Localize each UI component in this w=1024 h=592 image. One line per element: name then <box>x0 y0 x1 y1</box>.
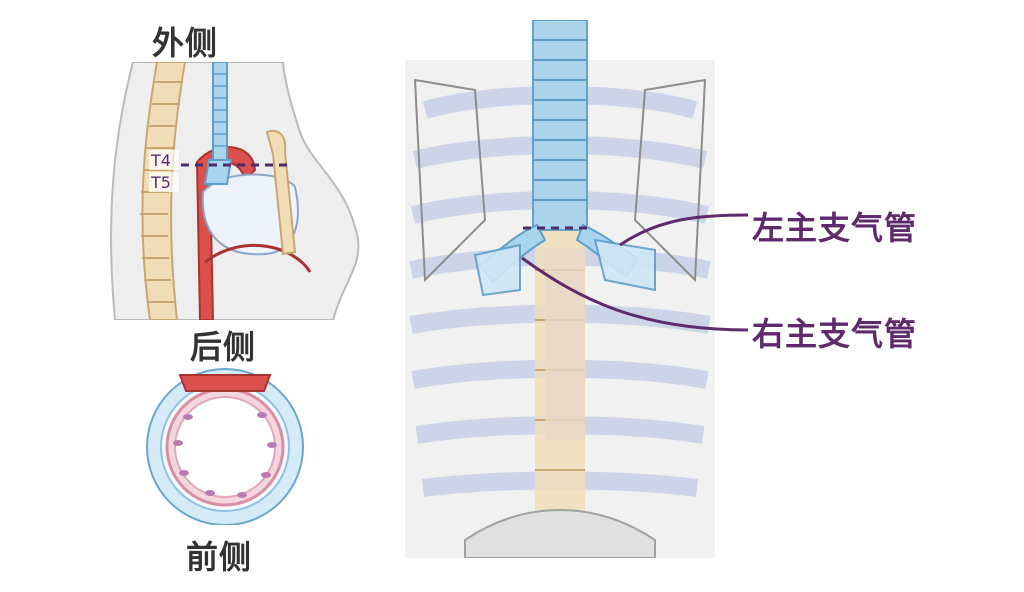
left-main-bronchus-label: 左主支气管 <box>752 209 918 247</box>
right-scapula <box>413 78 487 283</box>
right-bronchus-leader-line <box>521 256 749 332</box>
sagittal-thorax-illustration: T4 T5 <box>110 62 360 320</box>
sternum <box>265 129 297 256</box>
diaphragm <box>204 243 312 273</box>
trachealis-muscle <box>178 374 272 392</box>
posterior-side-label: 后侧 <box>190 328 257 366</box>
t5-label: T5 <box>150 173 171 192</box>
anterior-side-label: 前侧 <box>186 538 253 576</box>
right-main-bronchus-label: 右主支气管 <box>752 315 918 353</box>
lateral-view-title: 外侧 <box>152 24 219 62</box>
trachea-posterior <box>532 20 588 231</box>
posterior-thorax-illustration <box>405 20 715 558</box>
left-bronchus-leader-line <box>619 213 749 247</box>
heart <box>201 173 299 256</box>
left-scapula <box>633 78 707 283</box>
trachea-cross-section <box>146 368 304 525</box>
t4-label: T4 <box>150 151 171 170</box>
